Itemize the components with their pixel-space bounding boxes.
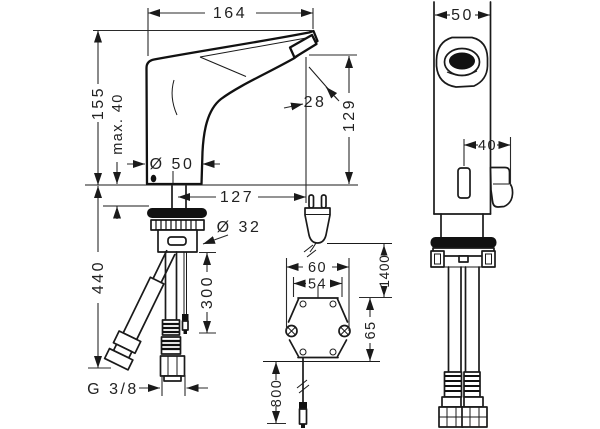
dim-outlet-height: 129 — [341, 98, 358, 132]
temperature-handle — [489, 166, 514, 208]
dim-spout-tip-offset: 28 — [304, 94, 327, 111]
body-crease-line — [199, 56, 247, 77]
dim-sensor-cable-length: 300 — [199, 275, 216, 309]
front-view-dimensions: 164 155 max. 40 Ø 50 127 28 129 Ø 32 — [87, 5, 358, 398]
spout-top-edge-line — [199, 37, 310, 58]
control-unit — [263, 194, 380, 428]
control-box — [285, 297, 351, 359]
g38-connector-nut — [159, 355, 186, 377]
sensor-cable-plug — [181, 320, 189, 331]
sensor-window — [457, 167, 471, 199]
dim-box-inner-width: 54 — [308, 277, 327, 293]
dim-plug-cable-length: 1400 — [377, 254, 392, 287]
spout-lip-line — [446, 70, 478, 76]
mounting-nut-ribs — [155, 220, 197, 230]
control-unit-dimensions: 1400 60 54 65 800 — [267, 243, 392, 425]
escutcheon — [147, 208, 207, 218]
dim-connection-thread: G 3/8 — [87, 381, 139, 398]
sensor-cable-plug-cap — [182, 314, 189, 321]
side-view — [430, 1, 514, 428]
dim-total-length: 164 — [213, 5, 247, 22]
outlet-cable-plug-cap — [299, 402, 307, 409]
dim-spout-reach: 127 — [220, 189, 254, 206]
front-view — [85, 29, 358, 382]
dim-max-counter-thickness: max. 40 — [110, 93, 126, 154]
outlet-cable-plug — [298, 408, 308, 425]
side-escutcheon — [430, 237, 497, 248]
dim-box-outer-width: 60 — [308, 260, 327, 276]
dim-height-below-counter: 440 — [90, 260, 107, 294]
supply-hose-straight — [159, 251, 186, 382]
dim-shank-diameter: Ø 32 — [217, 219, 262, 236]
plug-cord — [309, 242, 317, 253]
dim-height-above-counter: 155 — [90, 86, 107, 120]
sensor-led-dot — [150, 174, 157, 183]
aerator — [288, 33, 318, 59]
dim-body-width: 50 — [451, 7, 474, 24]
side-supply-tubes — [438, 266, 488, 428]
spout-head-outline — [435, 36, 489, 88]
dim-outlet-cable-length: 800 — [269, 379, 285, 407]
side-view-dimensions: 50 40 — [435, 7, 512, 186]
shaft-cable-slot — [167, 236, 187, 246]
body-reflection-line — [171, 79, 178, 116]
dim-box-height: 65 — [363, 321, 379, 340]
dim-handle-offset: 40 — [478, 138, 497, 154]
supply-hose-angled — [103, 249, 176, 371]
sensor-cable — [181, 252, 189, 334]
power-plug — [304, 194, 331, 244]
faucet-body-outline — [145, 29, 319, 186]
dim-base-diameter: Ø 50 — [150, 156, 195, 173]
spout-outlet-opening — [449, 52, 475, 70]
outlet-cable — [296, 356, 310, 428]
side-mounting-bracket — [430, 247, 496, 268]
